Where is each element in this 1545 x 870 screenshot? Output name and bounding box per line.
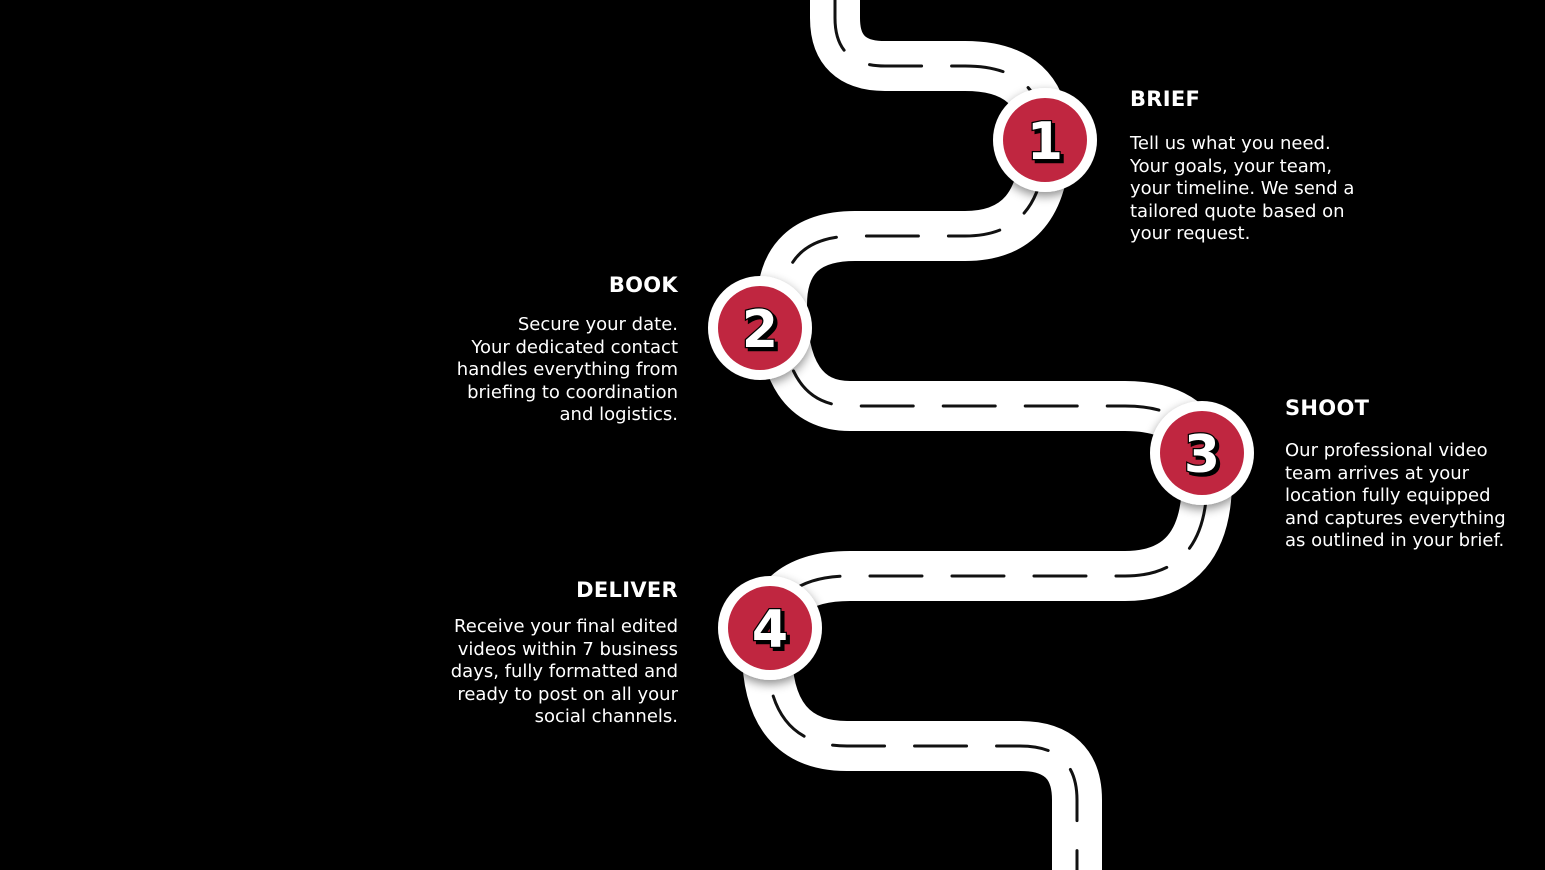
step-description-shoot: Our professional video team arrives at y… bbox=[1285, 440, 1506, 551]
step-title-shoot: SHOOT bbox=[1285, 396, 1370, 420]
step-description-brief: Tell us what you need. Your goals, your … bbox=[1130, 133, 1355, 244]
step-marker-3: 3 bbox=[1150, 401, 1254, 505]
step-marker-1: 1 bbox=[993, 88, 1097, 192]
step-title-brief: BRIEF bbox=[1130, 87, 1201, 111]
step-number-3: 3 bbox=[1184, 425, 1220, 485]
step-marker-2: 2 bbox=[708, 276, 812, 380]
step-book: BOOK Secure your date. Your dedicated co… bbox=[400, 273, 678, 427]
step-title-book: BOOK bbox=[608, 273, 678, 297]
step-number-4: 4 bbox=[752, 600, 788, 660]
step-number-1: 1 bbox=[1027, 112, 1063, 172]
step-marker-4: 4 bbox=[718, 576, 822, 680]
step-deliver: DELIVER Receive your final edited videos… bbox=[400, 578, 678, 729]
step-number-2: 2 bbox=[742, 300, 778, 360]
step-brief: BRIEF Tell us what you need. Your goals,… bbox=[1130, 87, 1390, 246]
step-title-deliver: DELIVER bbox=[576, 578, 678, 602]
step-shoot: SHOOT Our professional video team arrive… bbox=[1285, 396, 1535, 553]
step-description-book: Secure your date. Your dedicated contact… bbox=[456, 314, 678, 425]
step-description-deliver: Receive your final edited videos within … bbox=[450, 616, 678, 727]
